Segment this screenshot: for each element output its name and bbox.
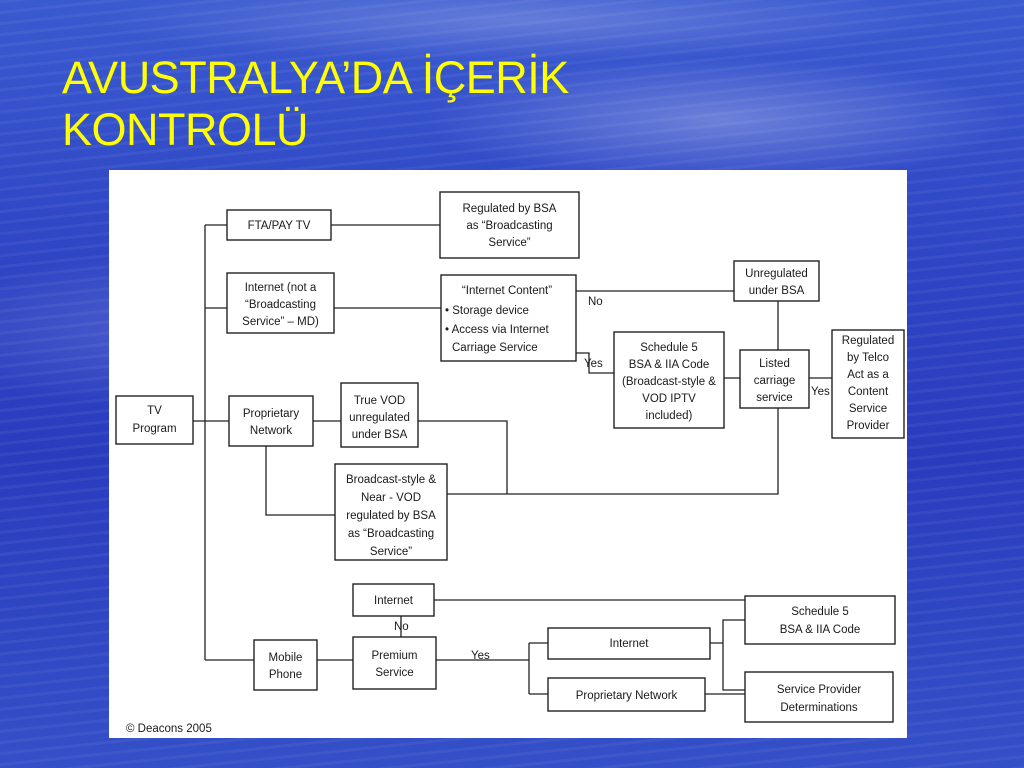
node-text: Near - VOD [361,492,421,504]
node-text: (Broadcast-style & [622,376,716,388]
diagram-panel: TV Program FTA/PAY TV Internet (not a “B… [109,170,907,738]
node-text: TV [147,405,162,417]
node-schedule5-bottom: Schedule 5 BSA & IIA Code [744,595,896,645]
node-listed-carriage: Listed carriage service [739,349,810,409]
node-text: Internet [610,638,650,650]
edge-label-yes: Yes [471,650,490,662]
node-text: “Broadcasting [245,299,316,311]
node-text: Internet [374,595,414,607]
node-broadcast-style: Broadcast-style & Near - VOD regulated b… [334,463,448,561]
node-text: Regulated by BSA [463,203,557,215]
edge-label-no: No [394,621,409,633]
node-text: Program [132,423,176,435]
node-text: regulated by BSA [346,510,436,522]
node-text: Schedule 5 [640,342,698,354]
node-text: BSA & IIA Code [780,624,861,636]
node-text: • Access via Internet [445,324,550,336]
node-text: Carriage Service [452,342,538,354]
node-text: • Storage device [445,305,529,317]
node-schedule5-top: Schedule 5 BSA & IIA Code (Broadcast-sty… [613,331,725,429]
node-text: Listed [759,358,790,370]
node-text: Network [250,425,292,437]
slide-title-line-2: KONTROLÜ [62,104,309,155]
node-text: Mobile [269,652,303,664]
edge-label-yes: Yes [811,386,830,398]
node-text: Service Provider [777,684,862,696]
node-text: under BSA [749,285,805,297]
node-unregulated-bsa: Unregulated under BSA [733,260,820,302]
node-regulated-telco: Regulated by Telco Act as a Content Serv… [831,329,905,439]
node-text: Service” – MD) [242,316,319,328]
node-text: carriage [754,375,796,387]
node-proprietary-network: Proprietary Network [228,395,314,447]
flow-diagram: TV Program FTA/PAY TV Internet (not a “B… [115,191,905,735]
edge-label-yes: Yes [584,358,603,370]
node-premium-service: Premium Service [352,636,437,690]
node-text: Internet (not a [245,282,317,294]
node-fta-pay-tv: FTA/PAY TV [226,209,332,241]
node-internet-content: “Internet Content” • Storage device • Ac… [440,274,577,362]
node-text: Schedule 5 [791,606,849,618]
node-tv-program: TV Program [115,395,194,445]
node-internet-top: Internet [352,583,435,617]
node-text: Service [375,667,413,679]
node-text: Service” [488,237,530,249]
node-text: unregulated [349,412,410,424]
node-text: by Telco [847,352,889,364]
node-text: as “Broadcasting [348,528,434,540]
slide-title: AVUSTRALYA’DA İÇERİK KONTROLÜ [62,52,569,156]
node-text: Unregulated [745,268,808,280]
node-internet-mid: Internet [547,627,711,660]
node-mobile-phone: Mobile Phone [253,639,318,691]
node-regulated-bsa: Regulated by BSA as “Broadcasting Servic… [439,191,580,259]
node-text: FTA/PAY TV [248,220,311,232]
node-text: “Internet Content” [462,285,552,297]
node-text: Determinations [780,702,858,714]
node-text: Act as a [847,369,889,381]
node-text: Content [848,386,889,398]
connector-lines [193,224,832,695]
node-text: Proprietary [243,408,299,420]
node-text: Provider [847,420,890,432]
node-text: True VOD [354,395,405,407]
node-text: Premium [371,650,417,662]
node-text: included) [646,410,693,422]
node-text: VOD IPTV [642,393,696,405]
node-text: Phone [269,669,302,681]
node-text: Proprietary Network [576,690,678,702]
node-text: service [756,392,792,404]
node-text: Regulated [842,335,894,347]
copyright-text: © Deacons 2005 [126,723,212,735]
node-text: BSA & IIA Code [629,359,710,371]
node-proprietary-network-2: Proprietary Network [547,677,706,712]
node-text: as “Broadcasting [466,220,552,232]
edge-label-no: No [588,296,603,308]
node-text: Service [849,403,887,415]
node-text: Service” [370,546,412,558]
node-service-provider-det: Service Provider Determinations [744,671,894,723]
node-internet-not-bsa: Internet (not a “Broadcasting Service” –… [226,272,335,334]
node-text: Broadcast-style & [346,474,436,486]
node-text: under BSA [352,429,408,441]
slide-title-line-1: AVUSTRALYA’DA İÇERİK [62,52,569,103]
node-true-vod: True VOD unregulated under BSA [340,382,419,448]
